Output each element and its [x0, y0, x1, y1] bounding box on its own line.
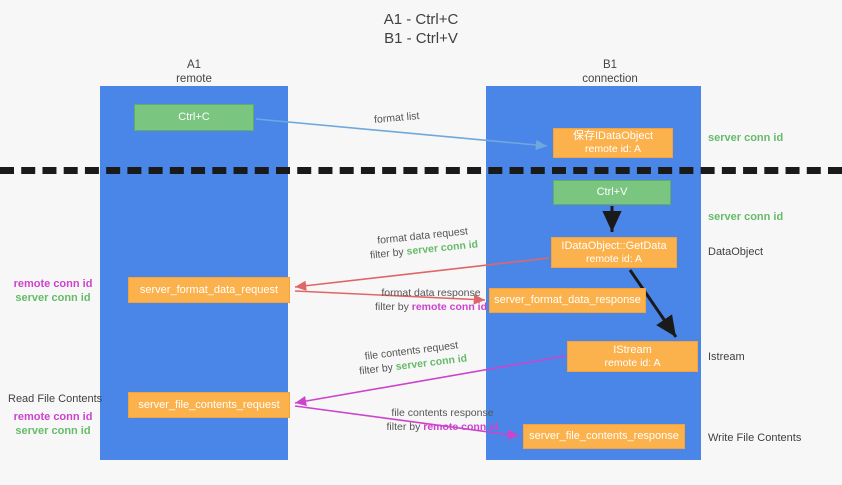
label-left-read-file-contents: Read File Contents	[8, 393, 103, 405]
annotation-format-data-response: format data response filter by remote co…	[336, 286, 526, 314]
box-server-file-contents-request-label: server_file_contents_request	[138, 398, 280, 411]
box-save-idataobject-label: 保存IDataObject	[572, 130, 654, 142]
box-istream-label: IStream	[613, 343, 652, 356]
annotation-file-contents-response: file contents response filter by remote …	[345, 406, 540, 434]
box-getdata-remote-id: remote id: A	[585, 252, 643, 265]
label-right-dataobject: DataObject	[708, 246, 764, 258]
label-left-server-conn-id-2: server conn id	[15, 425, 91, 437]
lane-b1-name: B1	[602, 59, 618, 71]
label-right-istream: Istream	[708, 351, 745, 363]
lane-a1-subtitle: remote	[176, 73, 212, 85]
box-server-file-contents-request[interactable]: server_file_contents_request	[128, 392, 290, 418]
label-left-conn-ids-file: remote conn id server conn id	[8, 410, 98, 438]
box-ctrl-v-label: Ctrl+V	[596, 186, 628, 198]
box-server-format-data-response[interactable]: server_format_data_response	[489, 288, 646, 313]
box-server-format-data-response-label: server_format_data_response	[494, 294, 641, 306]
diagram-title: A1 - Ctrl+C B1 - Ctrl+V	[0, 10, 842, 48]
lane-b1-subtitle: connection	[582, 73, 638, 85]
label-left-conn-ids-format: remote conn id server conn id	[8, 277, 98, 305]
annotation-file-contents-response-title: file contents response	[391, 407, 494, 419]
filter-prefix: filter by	[369, 245, 408, 262]
box-istream-remote-id: remote id: A	[604, 356, 661, 369]
annotation-format-list: format list	[373, 109, 420, 127]
lane-header-a1: A1 remote	[124, 58, 264, 86]
annotation-format-list-text: format list	[373, 110, 420, 126]
box-getdata-label: IDataObject::GetData	[561, 239, 667, 252]
filter-prefix: filter by	[374, 301, 412, 313]
box-server-format-data-request[interactable]: server_format_data_request	[128, 277, 290, 303]
label-left-remote-conn-id-2: remote conn id	[13, 411, 93, 423]
title-line-2: B1 - Ctrl+V	[384, 30, 458, 47]
box-server-file-contents-response[interactable]: server_file_contents_response	[523, 424, 685, 449]
box-save-idataobject[interactable]: 保存IDataObject remote id: A	[553, 128, 673, 158]
box-idataobject-getdata[interactable]: IDataObject::GetData remote id: A	[551, 237, 677, 268]
box-server-format-data-request-label: server_format_data_request	[139, 283, 279, 296]
lane-a1-name: A1	[186, 59, 202, 71]
label-left-server-conn-id-1: server conn id	[15, 292, 91, 304]
title-line-1: A1 - Ctrl+C	[383, 11, 459, 28]
box-istream[interactable]: IStream remote id: A	[567, 341, 698, 372]
label-right-server-conn-id-mid: server conn id	[708, 211, 784, 223]
annotation-format-data-request: format data request filter by server con…	[368, 223, 479, 262]
annotation-file-contents-response-filter: filter by remote conn id	[345, 420, 540, 434]
box-ctrl-c[interactable]: Ctrl+C	[134, 104, 254, 131]
filter-prefix: filter by	[358, 361, 397, 378]
box-save-idataobject-remote-id: remote id: A	[584, 143, 642, 155]
annotation-format-data-response-title: format data response	[381, 287, 481, 299]
filter-value-remote-conn-id: remote conn id	[423, 421, 499, 433]
label-left-remote-conn-id-1: remote conn id	[13, 278, 93, 290]
annotation-file-contents-request: file contents request filter by server c…	[357, 337, 468, 378]
filter-prefix: filter by	[386, 421, 424, 433]
filter-value-remote-conn-id: remote conn id	[411, 301, 488, 313]
lane-header-b1: B1 connection	[540, 58, 680, 86]
box-ctrl-v[interactable]: Ctrl+V	[553, 180, 671, 205]
label-right-write-file-contents: Write File Contents	[708, 432, 802, 444]
box-server-file-contents-response-label: server_file_contents_response	[529, 430, 679, 442]
label-right-server-conn-id-top: server conn id	[708, 132, 784, 144]
phase-separator-dashed-line	[0, 167, 842, 174]
box-ctrl-c-label: Ctrl+C	[178, 111, 210, 123]
annotation-format-data-response-filter: filter by remote conn id	[336, 300, 526, 314]
